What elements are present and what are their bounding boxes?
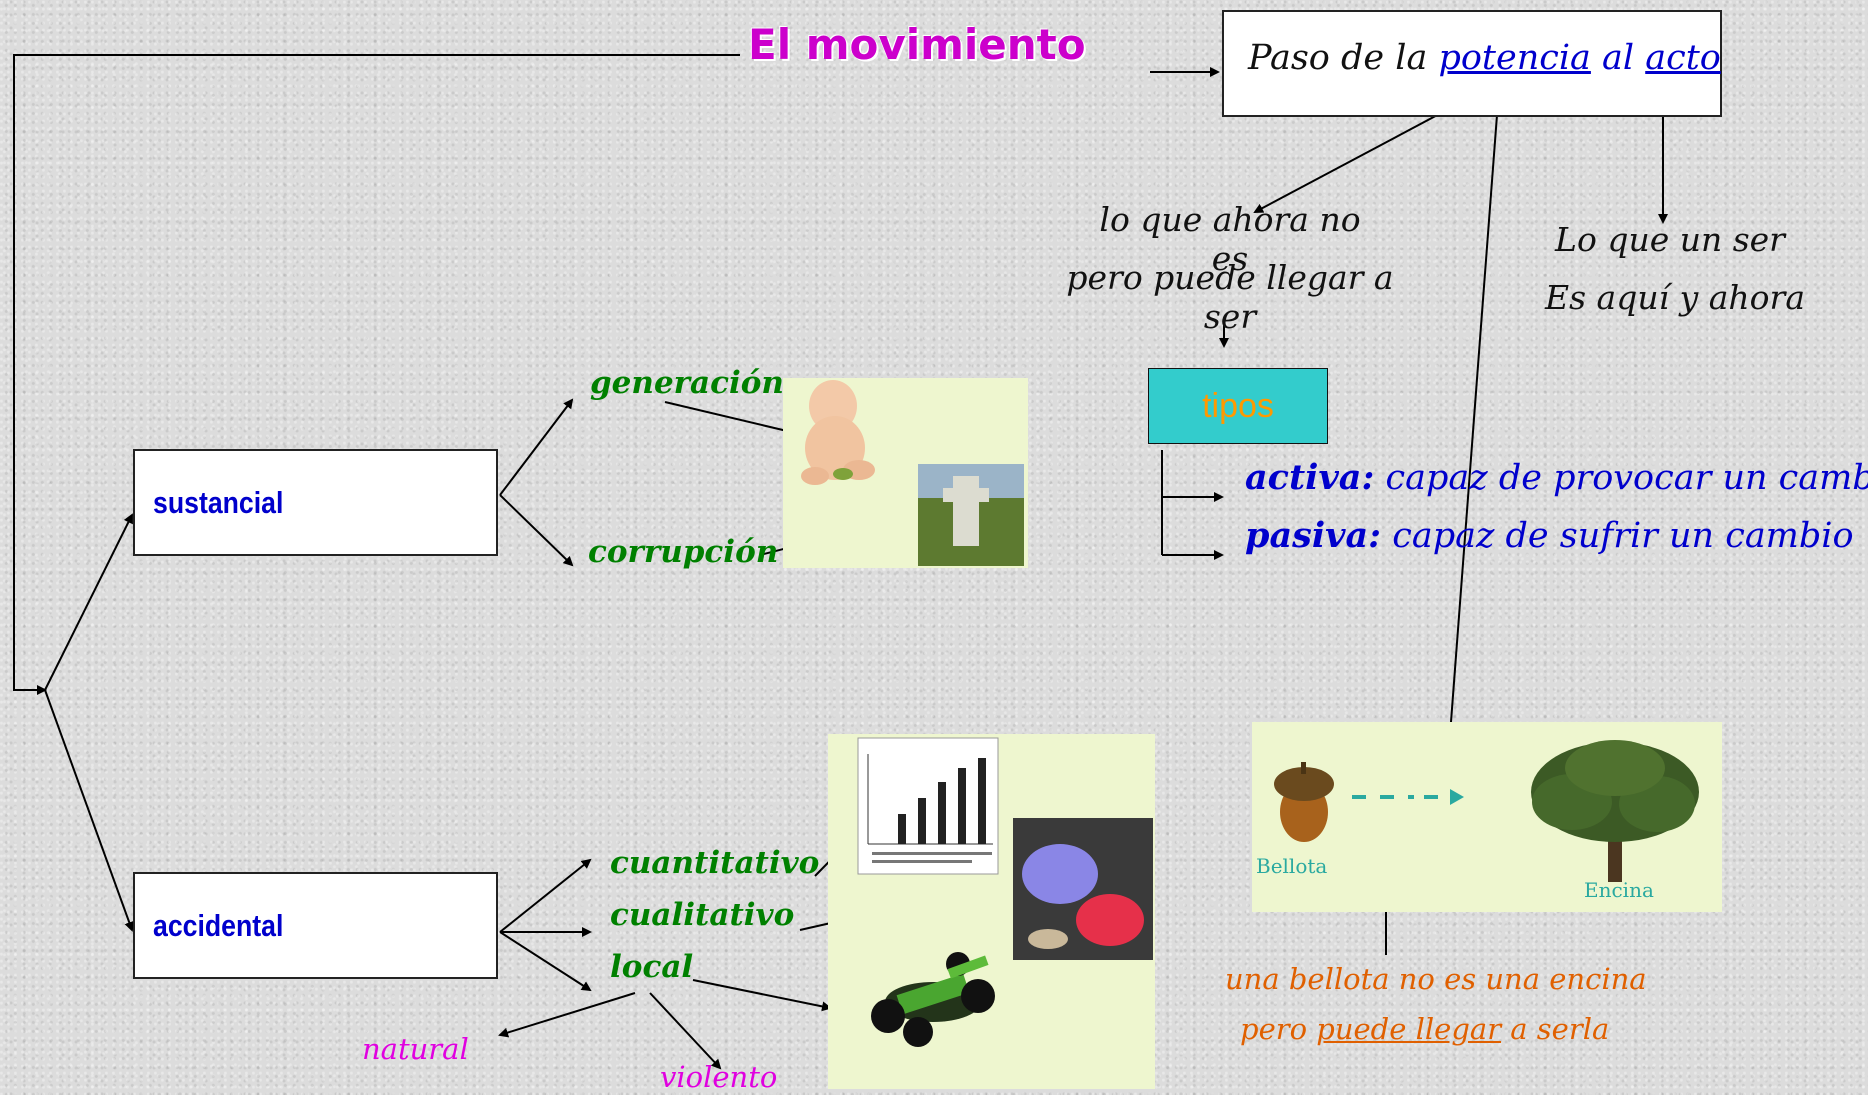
paint-buckets-image xyxy=(1013,818,1153,960)
oak-tree-image xyxy=(1531,740,1699,882)
sustancial-box: sustancial xyxy=(133,449,498,556)
violento-label: violento xyxy=(660,1060,778,1094)
pasiva-text: capaz de sufrir un cambio xyxy=(1381,516,1854,556)
encina-caption: Encina xyxy=(1584,878,1654,902)
definition-prefix: Paso de la xyxy=(1248,38,1439,78)
accidental-cuantitativo-arrow xyxy=(499,858,592,933)
accidental-images xyxy=(857,737,1153,1047)
sustancial-label: sustancial xyxy=(153,485,284,520)
sustancial-photo-panel xyxy=(783,378,1028,568)
acto-desc-line1: Lo que un ser xyxy=(1555,220,1785,259)
definition-mid: al xyxy=(1590,38,1646,78)
definition-potencia: potencia xyxy=(1438,38,1591,78)
sustancial-generacion-arrow xyxy=(499,398,574,496)
tipos-activa: activa: capaz de provocar un cambio xyxy=(1245,457,1868,498)
baby-and-tombstone-images xyxy=(801,380,1024,566)
tipos-box: tipos xyxy=(1148,368,1328,444)
local-label: local xyxy=(610,949,694,985)
cualitativo-label: cualitativo xyxy=(610,897,795,933)
example-line2-post: a serla xyxy=(1501,1012,1610,1046)
acorn-oak-image: Bellota Encina xyxy=(1252,722,1722,912)
acorn-image xyxy=(1274,762,1334,842)
example-line2-pre: pero xyxy=(1240,1012,1317,1046)
growth-dashed-arrow xyxy=(1352,789,1464,805)
accidental-photo-panel xyxy=(828,734,1155,1089)
tipos-pasiva: pasiva: capaz de sufrir un cambio xyxy=(1245,515,1854,556)
local-photo-arrow xyxy=(692,979,832,1012)
definition-text: Paso de la potencia al acto xyxy=(1248,38,1721,78)
local-violento-arrow xyxy=(649,992,722,1070)
sustancial-corrupcion-arrow xyxy=(499,494,574,567)
toy-car-image xyxy=(871,952,995,1047)
tombstone-image xyxy=(918,464,1024,566)
corrupcion-label: corrupción xyxy=(588,534,779,570)
potencia-desc-line2: pero puede llegar a ser xyxy=(1066,258,1394,336)
example-line2: pero puede llegar a serla xyxy=(1240,1012,1609,1046)
title-return-line xyxy=(13,54,740,695)
cuantitativo-label: cuantitativo xyxy=(610,845,820,881)
natural-label: natural xyxy=(362,1032,469,1066)
acto-desc-line2: Es aquí y ahora xyxy=(1545,278,1805,317)
junction-to-accidental-arrow xyxy=(44,689,134,932)
generacion-label: generación xyxy=(590,365,784,401)
accidental-local-arrow xyxy=(499,931,592,992)
accidental-box: accidental xyxy=(133,872,498,979)
example-line1: una bellota no es una encina xyxy=(1225,962,1647,996)
junction-to-sustancial-arrow xyxy=(44,513,133,691)
diagram-title: El movimiento xyxy=(748,20,1086,69)
definition-to-acorn-arrow xyxy=(1445,114,1498,737)
pasiva-name: pasiva: xyxy=(1245,515,1382,556)
bellota-caption: Bellota xyxy=(1256,854,1328,878)
growth-chart-image xyxy=(857,737,999,875)
accidental-label: accidental xyxy=(153,908,284,943)
definition-acto: acto xyxy=(1645,38,1721,78)
activa-text: capaz de provocar un cambio xyxy=(1374,458,1868,498)
local-natural-arrow xyxy=(498,992,636,1038)
baby-image xyxy=(801,380,875,485)
activa-name: activa: xyxy=(1245,457,1375,498)
acorn-oak-drawing xyxy=(1274,740,1699,882)
potencia-desc-line1: lo que ahora no es xyxy=(1099,200,1361,278)
definition-box: Paso de la potencia al acto xyxy=(1222,10,1722,117)
example-line2-underlined: puede llegar xyxy=(1316,1012,1502,1046)
